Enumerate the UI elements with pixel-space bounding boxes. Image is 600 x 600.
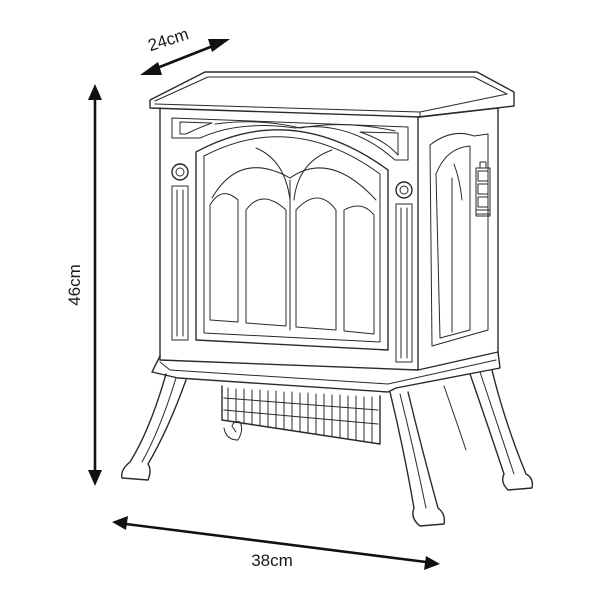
stove-top: [149, 71, 515, 118]
left-pillar: [171, 163, 189, 341]
control-panel: [475, 161, 491, 217]
height-dimension: 46cm: [65, 84, 102, 486]
stove-front-body: [159, 107, 419, 371]
stove-fireplace-drawing: [120, 71, 534, 527]
depth-label: 24cm: [146, 24, 191, 55]
heater-grille: [221, 385, 381, 445]
depth-arrow-icon: [140, 39, 230, 75]
width-dimension: 38cm: [112, 516, 440, 570]
width-label: 38cm: [251, 551, 293, 570]
height-arrow-icon: [88, 84, 102, 486]
width-arrow-icon: [112, 516, 440, 570]
stove-side-panel: [417, 107, 499, 371]
stove-legs: [120, 369, 534, 527]
height-label: 46cm: [65, 264, 84, 306]
fireplace-door: [195, 129, 389, 351]
stove-base: [151, 351, 501, 393]
depth-dimension: 24cm: [140, 24, 230, 75]
grille-slats: [223, 387, 379, 443]
right-pillar: [395, 181, 413, 363]
